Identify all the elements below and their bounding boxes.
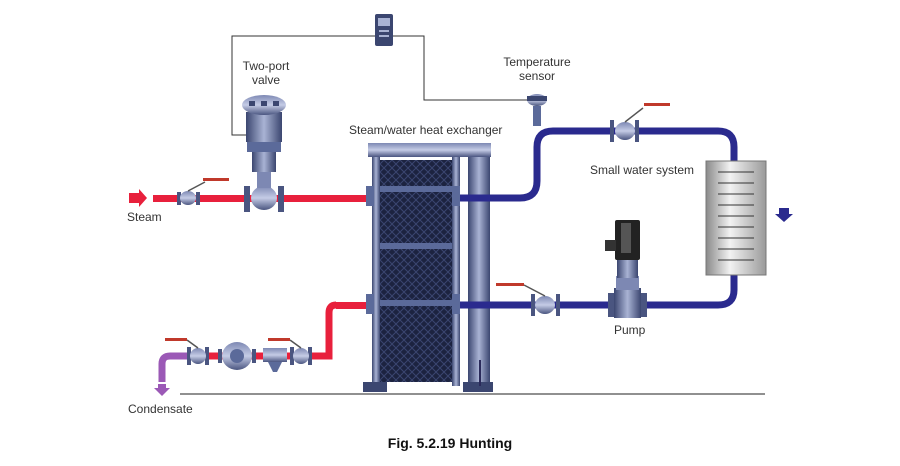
heat-exchanger[interactable]	[363, 143, 493, 392]
condensate-valve-right[interactable]	[268, 338, 312, 365]
steam-isolation-valve[interactable]	[177, 178, 229, 205]
condensate-label: Condensate	[128, 402, 193, 416]
strainer	[263, 348, 287, 372]
flow-arrow-icon	[775, 208, 793, 222]
steam-label: Steam	[127, 210, 162, 224]
control-wiring	[231, 35, 527, 136]
heat-exchanger-label: Steam/water heat exchanger	[349, 123, 503, 137]
condensate-outlet-arrow-icon	[154, 384, 170, 396]
small-water-system-label: Small water system	[590, 163, 695, 177]
pump-label: Pump	[614, 323, 646, 337]
two-port-valve-label: Two-port valve	[242, 59, 290, 87]
two-port-valve[interactable]	[242, 95, 286, 212]
water-valve-bottom[interactable]	[496, 283, 560, 316]
steam-inlet-arrow-icon	[129, 189, 147, 207]
steam-trap	[218, 342, 256, 370]
condensate-valve-left[interactable]	[165, 338, 209, 365]
controller	[375, 14, 393, 46]
water-pipe	[460, 127, 738, 309]
temperature-sensor-label: Temperature sensor	[503, 55, 571, 83]
small-water-system	[705, 160, 793, 276]
figure-caption: Fig. 5.2.19 Hunting	[387, 435, 513, 451]
condensate-line	[154, 301, 366, 396]
pump[interactable]	[605, 220, 647, 318]
water-valve-top[interactable]	[610, 103, 670, 142]
temperature-sensor	[527, 94, 547, 126]
